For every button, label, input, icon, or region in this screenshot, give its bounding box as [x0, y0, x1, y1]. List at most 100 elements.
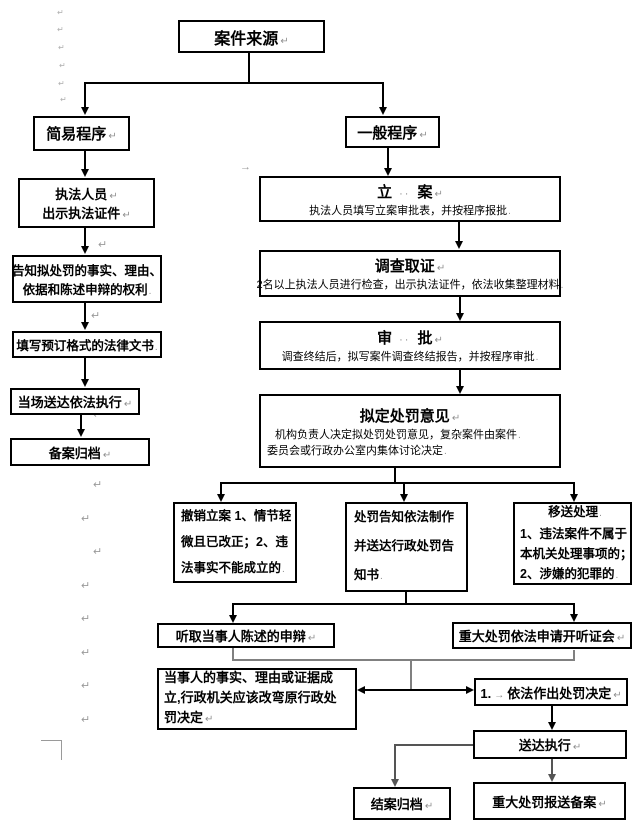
connector-line — [394, 468, 396, 482]
node-label: 撤销立案 1、情节轻 — [181, 508, 292, 523]
node-change-original-decision: 当事人的事实、理由或证据成 立,行政机关应该改弯原行政处 罚决定↵ — [157, 668, 357, 730]
arrow-down-icon — [570, 494, 578, 502]
arrow-right-icon — [466, 686, 474, 694]
connector-line — [551, 706, 553, 723]
arrow-down-icon — [384, 168, 392, 176]
arrow-down-icon — [217, 494, 225, 502]
node-label: 2、涉嫌的犯罪的. — [520, 566, 619, 581]
node-label: 法事实不能成立的. — [181, 560, 285, 575]
node-onsite-delivery: 当场送达依法执行↵ — [10, 388, 140, 415]
node-subtitle: 执法人员填写立案审批表，并按程序报批. — [309, 204, 511, 217]
node-subtitle: 委员会或行政办公室内集体讨论决定. — [267, 444, 447, 457]
node-subtitle: 2名以上执法人员进行检查，出示执法证件，依法收集整理材料. — [256, 279, 564, 291]
node-close-archive: 结案归档↵ — [353, 787, 451, 820]
node-draft-penalty-opinion: 拟定处罚意见↵ 机构负责人决定拟处罚处罚意见，复杂案件由案件. 委员会或行政办公… — [259, 394, 561, 468]
node-inform-rights: 告知拟处罚的事实、理由、 依据和陈述申辩的权利. — [12, 255, 162, 303]
paragraph-mark: ↵ — [98, 239, 108, 251]
node-title: 审··批↵ — [377, 330, 443, 347]
paragraph-mark: ↵ — [81, 680, 91, 692]
node-label: 微且已改正；2、违 — [181, 534, 288, 549]
node-label: 知书. — [354, 568, 383, 582]
arrow-down-icon — [456, 386, 464, 394]
arrow-down-icon — [77, 429, 85, 437]
connector-line — [363, 689, 467, 691]
paragraph-mark: ↵ — [93, 546, 103, 558]
connector-line — [459, 370, 461, 387]
node-label: 移送处理. — [548, 504, 602, 519]
node-label: 填写预订格式的法律文书. — [16, 339, 158, 353]
node-label: 重大处罚报送备案↵ — [492, 794, 607, 810]
node-withdraw-filing: 撤销立案 1、情节轻 微且已改正；2、违 法事实不能成立的. — [173, 502, 297, 583]
node-deliver-execute: 送达执行↵ — [473, 730, 627, 759]
arrow-down-icon — [548, 774, 556, 782]
connector-line — [232, 648, 234, 661]
node-label: 结案归档↵ — [370, 797, 434, 812]
node-label: 听取当事人陈述的申辩↵ — [175, 629, 317, 644]
node-approval: 审··批↵ 调查终结后，拟写案件调查终结报告，并按程序审批. — [259, 321, 561, 370]
paragraph-mark: ↵ — [93, 409, 103, 421]
connector-line — [387, 148, 389, 169]
node-label: 重大处罚依法申请开听证会↵ — [458, 629, 626, 644]
connector-line — [232, 603, 575, 605]
node-label: 1、违法案件不属于 — [520, 526, 627, 541]
node-case-source: 案件来源↵ — [178, 20, 325, 53]
node-simple-procedure: 简易程序↵ — [33, 116, 130, 151]
paragraph-mark: ↵ — [81, 513, 91, 525]
node-label: 罚决定↵ — [164, 710, 214, 725]
connector-line — [84, 151, 86, 170]
node-investigation: 调查取证↵ 2名以上执法人员进行检查，出示执法证件，依法收集整理材料. — [256, 250, 564, 297]
connector-line — [551, 759, 553, 775]
node-label: 送达执行↵ — [518, 738, 582, 753]
arrow-down-icon — [400, 494, 408, 502]
node-subtitle: 调查终结后，拟写案件调查终结报告，并按程序审批. — [281, 351, 539, 363]
paragraph-mark: ↵ — [81, 580, 91, 592]
paragraph-mark: ↵ — [58, 79, 65, 88]
connector-line — [220, 482, 575, 484]
connector-line — [394, 744, 396, 780]
paragraph-mark: ↵ — [59, 61, 66, 70]
connector-line — [84, 358, 86, 380]
node-label: 1.→依法作出处罚决定↵ — [480, 685, 622, 701]
arrow-down-icon — [81, 107, 89, 115]
connector-line — [403, 482, 405, 495]
node-label: 处罚告知依法制作 — [354, 510, 455, 524]
arrow-down-icon — [81, 246, 89, 254]
node-label: 当事人的事实、理由或证据成 — [164, 670, 334, 685]
paragraph-mark: ↵ — [58, 43, 65, 52]
connector-line — [459, 297, 461, 314]
paragraph-mark: ↵ — [81, 714, 91, 726]
node-label: 本机关处理事项的； — [520, 546, 633, 561]
connector-line — [248, 53, 250, 82]
node-hearing-request: 重大处罚依法申请开听证会↵ — [452, 622, 632, 649]
arrow-down-icon — [81, 379, 89, 387]
paragraph-mark: ↵ — [57, 8, 64, 17]
node-general-procedure: 一般程序↵ — [345, 116, 440, 148]
paragraph-mark: ↵ — [81, 647, 91, 659]
arrow-down-icon — [81, 169, 89, 177]
node-subtitle: 机构负责人决定拟处罚处罚意见，复杂案件由案件. — [275, 428, 521, 441]
node-label: 并送达行政处罚告 — [354, 539, 455, 553]
node-title: 调查取证↵ — [374, 258, 446, 275]
paragraph-mark: ↵ — [93, 479, 103, 491]
page-margin-corner-mark — [41, 740, 62, 760]
connector-line — [84, 82, 384, 84]
paragraph-mark: ↵ — [57, 25, 64, 34]
connector-line — [394, 744, 473, 746]
connector-line — [573, 650, 575, 661]
connector-line — [405, 592, 407, 605]
node-label: 当场送达依法执行↵ — [17, 395, 133, 410]
connector-line — [84, 303, 86, 323]
node-show-credentials: 执法人员↵ 出示执法证件↵ — [18, 178, 155, 228]
node-label: 一般程序↵ — [357, 124, 428, 142]
connector-line — [232, 603, 234, 616]
node-fill-legal-documents: 填写预订格式的法律文书. — [12, 331, 162, 358]
node-hear-statement-defense: 听取当事人陈述的申辩↵ — [157, 623, 335, 648]
connector-line — [84, 82, 86, 107]
node-case-filing: 立··案↵ 执法人员填写立案审批表，并按程序报批. — [259, 176, 561, 222]
arrow-down-icon — [570, 614, 578, 622]
node-penalty-notification: 处罚告知依法制作 并送达行政处罚告 知书. — [345, 502, 468, 592]
connector-line — [382, 82, 384, 107]
paragraph-mark: ↵ — [60, 95, 67, 104]
node-transfer-case: 移送处理. 1、违法案件不属于 本机关处理事项的； 2、涉嫌的犯罪的. — [513, 502, 633, 585]
